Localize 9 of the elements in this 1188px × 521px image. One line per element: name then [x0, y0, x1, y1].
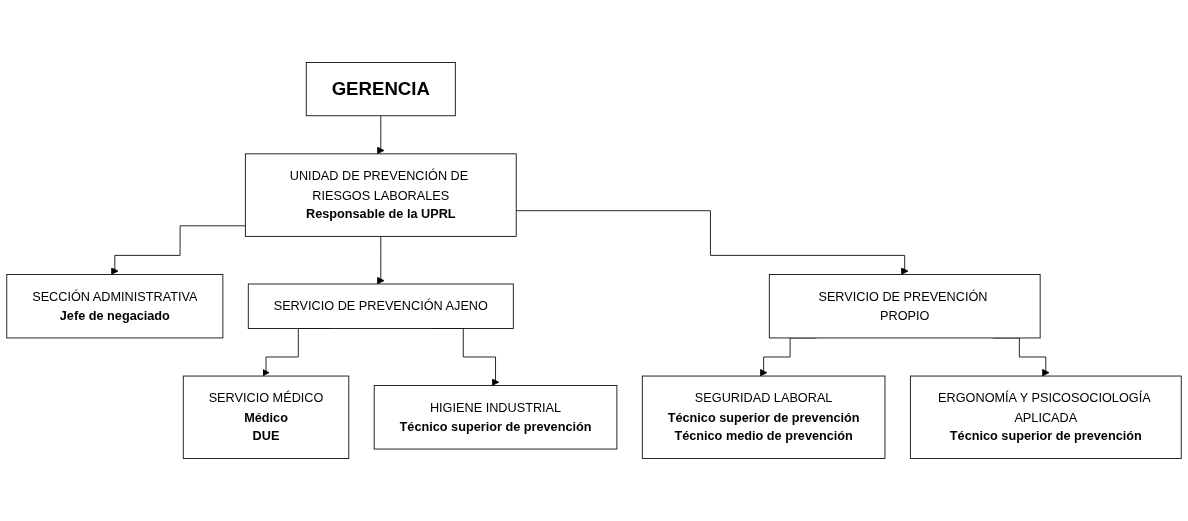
- node-box: SECCIÓN ADMINISTRATIVA Jefe de negaciado: [6, 274, 224, 339]
- node-box: SERVICIO DE PREVENCIÓN PROPIO: [768, 274, 1041, 339]
- node-box: UNIDAD DE PREVENCIÓN DE RIESGOS LABORALES Responsable de la UPRL: [244, 153, 517, 237]
- node-box: SEGURIDAD LABORAL Técnico superior de prevención Técnico medio de prevención: [641, 375, 886, 459]
- node-box: HIGIENE INDUSTRIAL Técnico superior de prevención: [373, 385, 618, 450]
- node-box: GERENCIA: [305, 62, 456, 117]
- node-box: SERVICIO MÉDICO Médico DUE: [182, 375, 350, 459]
- node-box: ERGONOMÍA Y PSICOSOCIOLOGÍA APLICADA Técnico superior de prevención: [909, 375, 1182, 459]
- node-box: SERVICIO DE PREVENCIÓN AJENO: [247, 283, 514, 329]
